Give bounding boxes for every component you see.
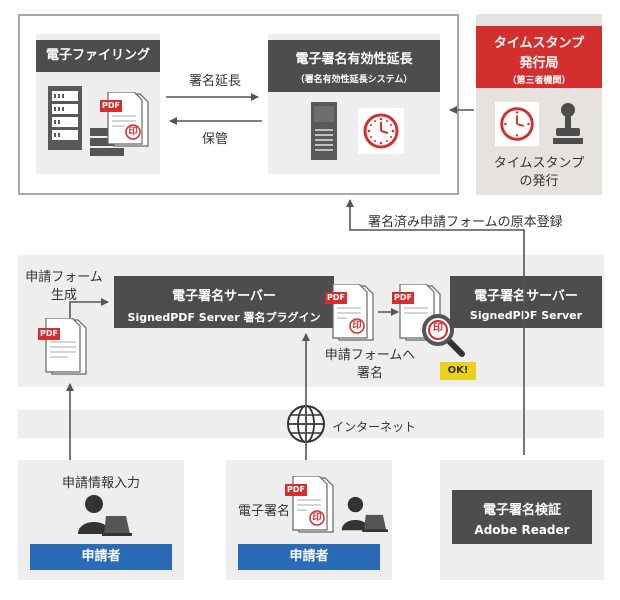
signing-server-box: 電子署名サーバー SignedPDF Server [450,276,602,328]
applicant-pdf-label: PDF [285,484,307,496]
plugin-title: 電子署名サーバー [172,289,276,304]
store-label: 保管 [201,132,228,147]
tsa-clock-icon [495,102,539,146]
signed-seal-char: 印 [352,321,362,331]
server-rack-icon [48,86,82,150]
filing-pdf-document [100,91,150,148]
tsa-title-line2: 発行局 [519,56,559,71]
stamp-icon [552,102,584,146]
applicant-seal-char: 印 [312,513,322,523]
arrow-registration [346,199,525,455]
sign-form-line1: 申請フォームへ [324,348,416,363]
registration-label: 署名済み申請フォームの原本登録 [368,215,563,230]
user-laptop-icon-left [76,494,132,536]
form-gen-line2: 生成 [50,288,77,303]
clock-icon [358,108,404,154]
internet-label: インターネット [332,420,417,434]
arrow-form-to-plugin [69,298,109,318]
signed-pdf-label: PDF [325,292,347,304]
verify-title: 電子署名検証 [482,503,561,518]
center-role-box: 申請者 [238,544,380,570]
applicant-pdf-document [285,475,337,534]
tsa-caption-line2: の発行 [519,174,559,189]
form-gen-line1: 申請フォーム [25,270,103,285]
verify-subtitle: Adobe Reader [474,523,570,537]
storage-boxes-icon [90,128,124,158]
plugin-subtitle: SignedPDF Server 署名プラグイン [127,311,321,324]
tower-server-icon [311,102,337,160]
left-caption: 申請情報入力 [61,476,140,491]
filing-pdf-label: PDF [100,100,122,112]
form-pdf-label: PDF [38,328,60,340]
magnifier-icon [418,310,468,360]
filing-title: 電子ファイリング [36,40,160,72]
magnifier-seal-char: 印 [433,323,443,334]
tsa-subtitle: （第三者機関） [507,76,571,86]
ltv-title: 電子署名有効性延長 [295,52,413,67]
center-caption: 電子署名 [237,504,290,519]
verify-box: 電子署名検証 Adobe Reader [452,490,592,544]
tsa-title-box: タイムスタンプ 発行局 （第三者機関） [476,26,602,88]
ltv-title-box: 電子署名有効性延長 （署名有効性延長システム） [268,40,440,92]
left-role-box: 申請者 [30,544,172,570]
server-subtitle: SignedPDF Server [469,309,583,322]
ltv-subtitle: （署名有効性延長システム） [295,75,413,85]
sign-extend-label: 署名延長 [188,74,241,89]
server-title: 電子署名サーバー [474,289,578,304]
signing-plugin-box: 電子署名サーバー SignedPDF Server 署名プラグイン [114,276,334,328]
verified-pdf-label: PDF [392,292,414,304]
tsa-caption-line1: タイムスタンプ [493,156,585,171]
user-laptop-icon-center [340,494,388,534]
sign-form-line2: 署名 [356,366,383,381]
filing-seal-char: 印 [128,127,138,137]
ok-badge: OK! [440,362,476,380]
tsa-title-line1: タイムスタンプ [493,36,585,51]
